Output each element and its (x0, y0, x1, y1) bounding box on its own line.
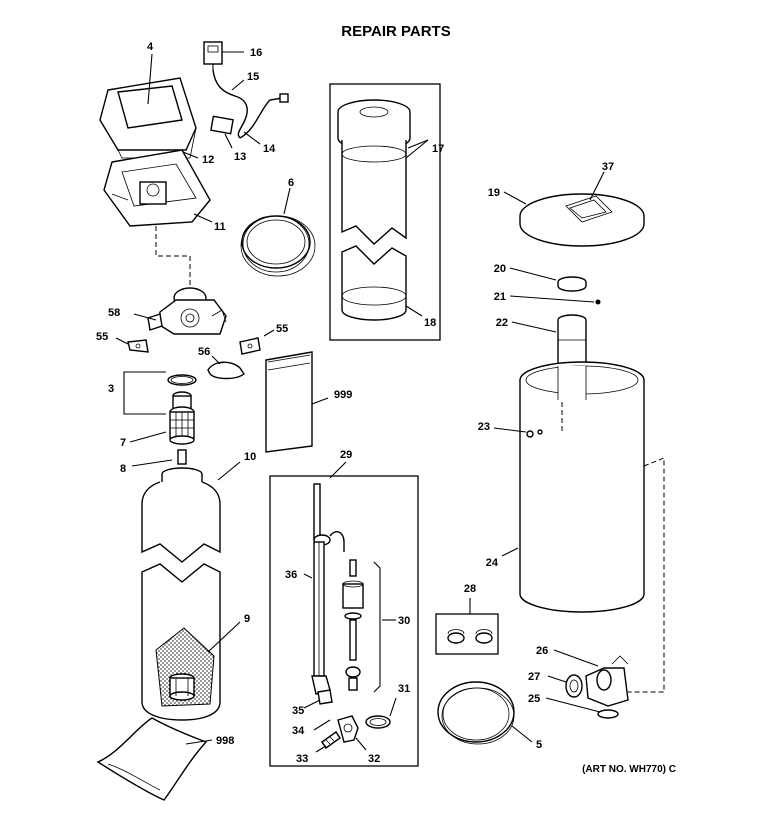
callout-22: 22 (496, 317, 508, 329)
callout-55-left: 55 (96, 331, 108, 343)
resin-tank-inset-frame (329, 83, 441, 341)
part-20-cap (557, 276, 587, 292)
callout-25: 25 (528, 693, 540, 705)
callout-6: 6 (288, 177, 294, 189)
brine-valve-inset-frame (269, 475, 419, 767)
part-56-clip (207, 361, 245, 380)
callout-16: 16 (250, 47, 262, 59)
part-27-gasket (565, 674, 583, 698)
callout-17: 17 (432, 143, 444, 155)
callout-29: 29 (340, 449, 352, 461)
part-21-grommet (595, 299, 601, 305)
part-16-transformer (203, 41, 223, 70)
callout-58: 58 (108, 307, 120, 319)
part-7-distributor-head (169, 391, 195, 445)
part-11-housing (103, 149, 211, 227)
callout-37: 37 (602, 161, 614, 173)
part-19-tank-lid (519, 193, 645, 247)
callout-55-right: 55 (276, 323, 288, 335)
part-33-spring (321, 731, 341, 749)
callout-8: 8 (120, 463, 126, 475)
callout-13: 13 (234, 151, 246, 163)
part-998-mineral-bag (96, 717, 208, 801)
callout-7: 7 (120, 437, 126, 449)
callout-14: 14 (263, 143, 276, 155)
part-15-power-cord (212, 69, 289, 139)
part-8-riser-tube-top (177, 449, 187, 465)
part-17-18-resin-cylinder (337, 99, 411, 321)
callout-34: 34 (292, 725, 305, 737)
part-24-brine-tank (519, 361, 645, 613)
part-3-o-ring (167, 374, 197, 386)
part-10-mineral-tank (141, 467, 221, 721)
part-28-clamp-inset-frame (435, 613, 499, 655)
callout-32: 32 (368, 753, 380, 765)
callout-10: 10 (244, 451, 256, 463)
part-28-hose-clamps (447, 629, 493, 644)
callout-31: 31 (398, 683, 410, 695)
part-13-connector (210, 115, 234, 135)
page-title: REPAIR PARTS (341, 23, 450, 40)
part-5-brine-hose (437, 681, 515, 745)
callout-30: 30 (398, 615, 410, 627)
part-23-overflow-fitting (526, 429, 543, 438)
callout-9: 9 (244, 613, 250, 625)
part-31-clip (365, 715, 391, 729)
callout-5: 5 (536, 739, 542, 751)
callout-56: 56 (198, 346, 210, 358)
part-36-brine-valve-tube (311, 483, 345, 695)
part-30-float-assembly (342, 559, 381, 693)
callout-33: 33 (296, 753, 308, 765)
callout-15: 15 (247, 71, 259, 83)
callout-36: 36 (285, 569, 297, 581)
callout-18: 18 (424, 317, 436, 329)
part-4-timer-faceplate (99, 77, 197, 159)
callout-999: 999 (334, 389, 352, 401)
part-55-clip-right (239, 337, 261, 355)
part-35-fitting (317, 689, 333, 705)
callout-21: 21 (494, 291, 506, 303)
part-6-hose-coil (240, 215, 316, 277)
callout-998: 998 (216, 735, 234, 747)
part-999-owners-manual (265, 351, 313, 453)
callout-4: 4 (147, 41, 154, 53)
callout-27: 27 (528, 671, 540, 683)
callout-28: 28 (464, 583, 476, 595)
callout-19: 19 (488, 187, 500, 199)
part-55-clip-left (127, 339, 149, 353)
callout-11: 11 (214, 221, 226, 233)
part-valve-body (147, 287, 227, 335)
callout-26: 26 (536, 645, 548, 657)
part-26-overflow-elbow (585, 655, 629, 707)
callout-23: 23 (478, 421, 490, 433)
art-number: (ART NO. WH770) C (582, 764, 676, 775)
callout-3: 3 (108, 383, 114, 395)
part-25-nut (597, 709, 619, 719)
callout-12: 12 (202, 154, 214, 166)
part-34-elbow (337, 715, 359, 743)
callout-24: 24 (486, 557, 499, 569)
callout-35: 35 (292, 705, 304, 717)
callout-20: 20 (494, 263, 506, 275)
